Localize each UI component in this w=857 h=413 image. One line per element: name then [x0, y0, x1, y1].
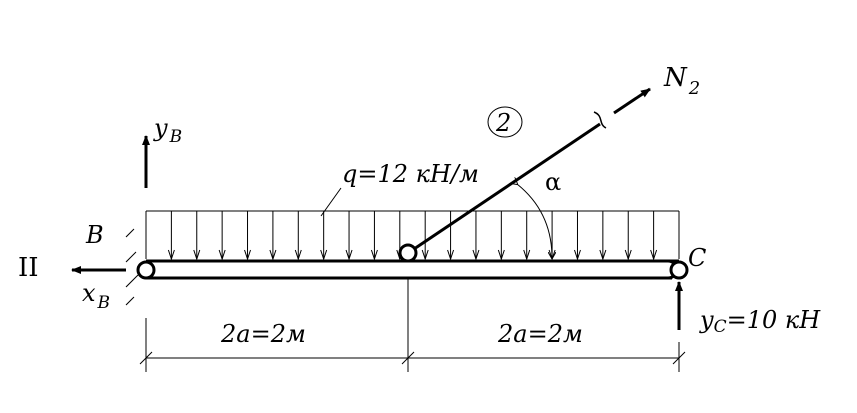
dimension-right-label: 2a=2м [497, 320, 583, 348]
load-arrow-head [472, 249, 480, 261]
support-c-label: C [688, 244, 706, 272]
force-n2-arrow [613, 87, 651, 115]
load-arrow-head [244, 249, 251, 261]
load-arrow-head [345, 249, 353, 261]
load-arrow-head [574, 249, 581, 261]
hinge-rod [398, 243, 418, 263]
load-arrow-head [624, 249, 632, 261]
angle-arc [517, 184, 552, 258]
angle-label: α [545, 168, 561, 196]
load-arrow-head [497, 249, 505, 261]
rod-number-label: 2 [495, 109, 511, 137]
load-leader [320, 187, 342, 217]
load-arrow-head [167, 249, 175, 261]
load-arrow-head [193, 249, 201, 261]
hinge-b [136, 260, 156, 280]
hinge-c [669, 260, 689, 280]
reaction-yc-label: yC=10 кН [699, 306, 821, 337]
load-arrow-head [370, 249, 378, 261]
support-b-label: B [85, 221, 104, 249]
load-arrow-head [421, 249, 429, 261]
dimension-left-label: 2a=2м [220, 320, 306, 348]
load-arrow-head [320, 249, 328, 261]
load-arrow-head [269, 249, 277, 261]
dimension-lines [139, 278, 686, 372]
wall-hatching-b [125, 228, 139, 306]
load-label: q=12 кН/м [342, 160, 479, 188]
rod-break-mark [593, 111, 607, 129]
load-arrow-head [650, 249, 658, 261]
load-arrow-head [447, 249, 455, 261]
load-arrow-head [218, 249, 226, 261]
section-label: II [18, 253, 39, 283]
rod-number-circle [487, 106, 523, 138]
load-arrow-head [294, 249, 302, 261]
rod-2 [413, 122, 601, 251]
load-arrow-head [599, 249, 607, 261]
